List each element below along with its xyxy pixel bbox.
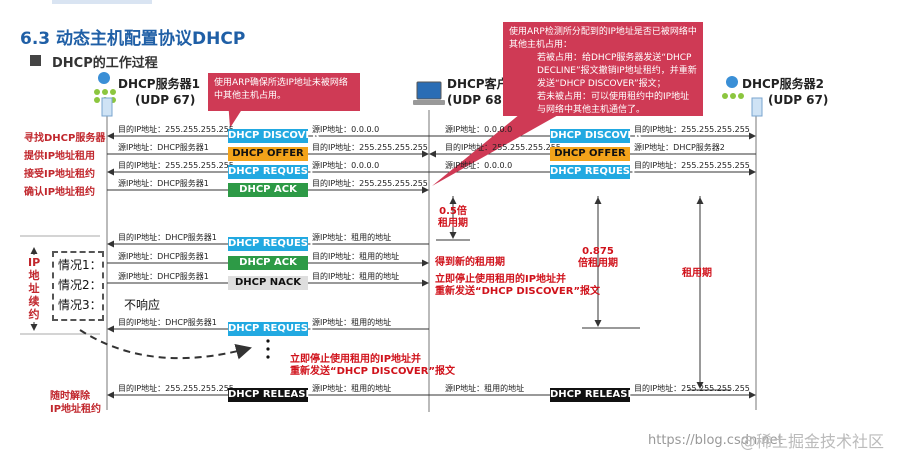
callout-right-p2: 若未被占用：可以使用租约中的IP地址与网络中其他主机通信了。 [537,92,690,115]
server2-name: DHCP服务器2 [742,77,824,91]
msg-request-2: DHCP REQUEST [228,237,315,251]
callout-right-head: 使用ARP检测所分配到的IP地址是否已被网络中其他主机占用： [509,27,697,50]
step-label-discover: 寻找DHCP服务器 [24,133,106,144]
right-row2-src: 源IP地址：DHCP服务器2 [634,143,725,152]
right-row9-src: 源IP地址：租用的地址 [445,384,525,393]
server2-icon [722,76,744,99]
renew-label: IP地址续约 [28,256,41,321]
server2-port: (UDP 67) [768,93,829,107]
row1-dst: 目的IP地址：255.255.255.255 [118,125,234,134]
msg-ack-1: DHCP ACK [228,183,308,197]
step-label-offer: 提供IP地址租用 [24,151,96,162]
watermark-brand: @稀土掘金技术社区 [740,432,885,451]
laptop-icon [413,81,445,105]
page-title: 6.3 动态主机配置协议DHCP [20,29,246,49]
note-stop-1a: 立即停止使用租用的IP地址并 [435,274,567,285]
server1-port: (UDP 67) [135,93,196,107]
note-stop-2b: 重新发送“DHCP DISCOVER”报文 [290,366,456,377]
row4-dst: 目的IP地址：255.255.255.255 [312,179,428,188]
release-label-1: 随时解除 [50,391,90,402]
msg-nack: DHCP NACK [228,276,308,290]
msg-request-4: DHCP REQUEST [550,165,637,179]
bullet-square-icon [30,55,41,66]
watermark-url: https://blog.csdn.net [648,433,783,448]
row3-dst: 目的IP地址：255.255.255.255 [118,161,234,170]
row1-src: 源IP地址：0.0.0.0 [312,125,380,134]
server1-name: DHCP服务器1 [118,77,200,91]
msg-offer-2: DHCP OFFER [550,147,630,161]
msg-offer-1: DHCP OFFER [228,147,308,161]
msg-discover-2: DHCP DISCOVER [550,129,642,143]
right-row1-src: 源IP地址：0.0.0.0 [445,125,513,134]
callout-arp-left: 使用ARP确保所选IP地址未被网络中其他主机占用。 [208,73,360,111]
timer-t3: 租用期 [682,268,712,279]
row7-dst: 目的IP地址：租用的地址 [312,272,400,281]
row7-src: 源IP地址：DHCP服务器1 [118,272,209,281]
note-new-lease: 得到新的租用期 [435,257,505,268]
page-subtitle: DHCP的工作过程 [52,56,158,71]
row6-dst: 目的IP地址：租用的地址 [312,252,400,261]
msg-request-1: DHCP REQUEST [228,165,315,179]
right-row1-dst: 目的IP地址：255.255.255.255 [634,125,750,134]
right-row3-dst: 目的IP地址：255.255.255.255 [634,161,750,170]
msg-request-3: DHCP REQUEST [228,322,315,336]
cases-box [52,251,104,321]
callout-right-p1: 若被占用：给DHCP服务器发送“DHCP DECLINE”报文撤销IP地址租约，… [537,53,697,89]
row5-dst: 目的IP地址：DHCP服务器1 [118,233,217,242]
timer-t1: 0.5倍租用期 [438,206,468,229]
row8-dst: 目的IP地址：DHCP服务器1 [118,318,217,327]
top-decoration-strip [52,0,152,4]
row9-dst: 目的IP地址：255.255.255.255 [118,384,234,393]
case-2: 情况2： [58,278,102,292]
row3-src: 源IP地址：0.0.0.0 [312,161,380,170]
right-row3-src: 源IP地址：0.0.0.0 [445,161,513,170]
row5-src: 源IP地址：租用的地址 [312,233,392,242]
release-label-2: IP地址租约 [50,404,102,415]
row8-src: 源IP地址：租用的地址 [312,318,392,327]
case-3: 情况3： [58,298,102,312]
timer-t2: 0.875倍租用期 [578,246,618,269]
msg-release-1: DHCP RELEASE [228,388,313,402]
client-name: DHCP客户 [447,77,509,91]
row2-dst: 目的IP地址：255.255.255.255 [312,143,428,152]
note-stop-2a: 立即停止使用租用的IP地址并 [290,354,422,365]
note-stop-1b: 重新发送“DHCP DISCOVER”报文 [435,286,601,297]
case-1: 情况1： [58,258,102,272]
row4-src: 源IP地址：DHCP服务器1 [118,179,209,188]
callout-arp-right: 使用ARP检测所分配到的IP地址是否已被网络中其他主机占用： 若被占用：给DHC… [503,22,703,116]
row6-src: 源IP地址：DHCP服务器1 [118,252,209,261]
server1-box-icon [101,97,113,117]
step-label-request: 接受IP地址租约 [24,169,96,180]
row2-src: 源IP地址：DHCP服务器1 [118,143,209,152]
msg-release-2: DHCP RELEASE [550,388,635,402]
msg-discover-1: DHCP DISCOVER [228,129,320,143]
client-port: (UDP 68) [447,93,508,107]
right-row9-dst: 目的IP地址：255.255.255.255 [634,384,750,393]
server2-box-icon [751,97,763,117]
right-row2-dst: 目的IP地址：255.255.255.255 [445,143,561,152]
no-response-label: 不响应 [124,298,161,312]
msg-ack-2: DHCP ACK [228,256,308,270]
step-label-ack: 确认IP地址租约 [24,187,96,198]
row9-src: 源IP地址：租用的地址 [312,384,392,393]
